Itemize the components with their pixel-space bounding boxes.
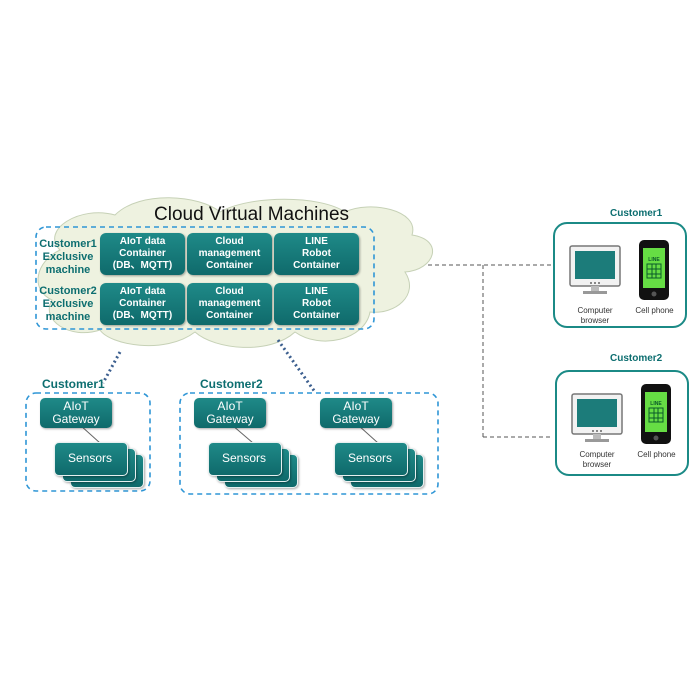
cloud-to-site2-link bbox=[276, 339, 317, 393]
sensor-stack-card[interactable] bbox=[54, 442, 128, 476]
monitor-icon bbox=[569, 245, 621, 294]
sensor-stack-card[interactable] bbox=[334, 442, 408, 476]
sensor-stack-card[interactable] bbox=[208, 442, 282, 476]
gateway-sensor-link bbox=[357, 424, 379, 444]
vm-row-label-customer2: Customer2 Exclusive machine bbox=[39, 285, 97, 323]
cell-phone-label: Cell phone bbox=[635, 306, 674, 315]
phone-icon bbox=[639, 240, 669, 300]
cell-phone-label: Cell phone bbox=[637, 450, 676, 459]
site1-dashed-frame bbox=[25, 392, 151, 492]
gateway-sensor-link bbox=[231, 424, 254, 444]
cloud-to-clients-connector bbox=[428, 264, 553, 438]
phone-screen-label: LINE bbox=[648, 257, 660, 263]
phone-icon bbox=[641, 384, 671, 444]
vm-row-label-customer1: Customer1 Exclusive machine bbox=[39, 238, 97, 276]
site-customer2-label: Customer2 bbox=[200, 377, 263, 391]
cloud-to-site1-link bbox=[101, 351, 122, 384]
phone-screen-label: LINE bbox=[650, 401, 662, 407]
site-customer1-label: Customer1 bbox=[42, 377, 105, 391]
site2-dashed-frame bbox=[179, 392, 439, 495]
sensors-label: Sensors bbox=[347, 451, 393, 465]
monitor-icon bbox=[571, 393, 623, 442]
gateway-sensor-link bbox=[79, 424, 101, 444]
client-customer2-label: Customer2 bbox=[610, 353, 663, 364]
vm-dashed-frame bbox=[35, 226, 375, 330]
client-customer1-label: Customer1 bbox=[610, 208, 663, 219]
diagram-title: Cloud Virtual Machines bbox=[154, 204, 350, 225]
sensors-label: Sensors bbox=[67, 451, 113, 465]
sensors-label: Sensors bbox=[221, 451, 267, 465]
